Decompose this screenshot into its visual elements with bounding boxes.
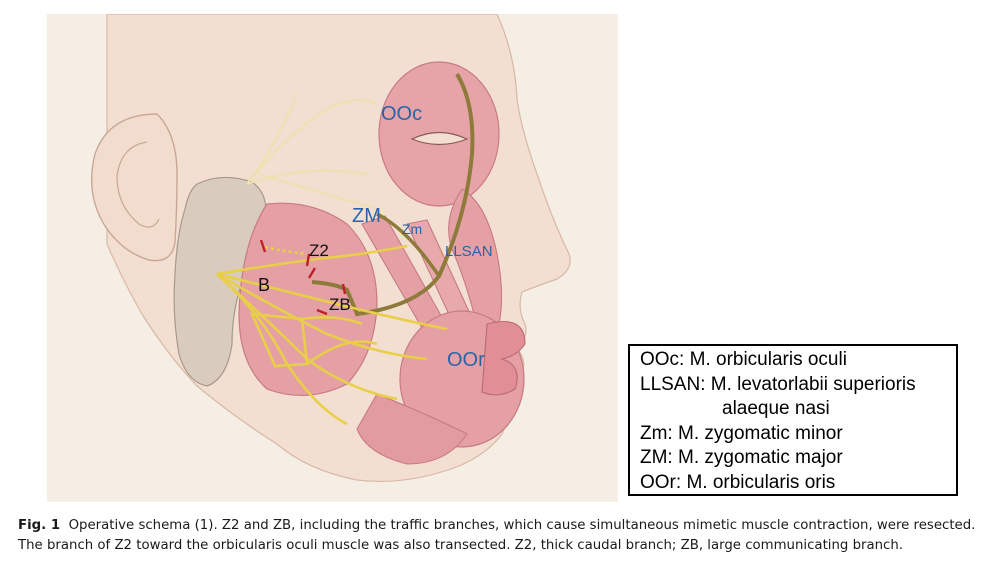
eye-lid xyxy=(410,131,469,146)
label-oor: OOr xyxy=(447,349,485,371)
legend-entry-llsan-cont: alaeque nasi xyxy=(722,398,830,419)
legend-entry-zm-minor: Zm: M. zygomatic minor xyxy=(640,422,843,444)
label-zb: ZB xyxy=(329,295,351,314)
figure-caption: Fig. 1 Operative schema (1). Z2 and ZB, … xyxy=(18,516,998,556)
cut-marks xyxy=(259,239,347,316)
anatomy-figure: OOc ZM Zm LLSAN Z2 B ZB OOr xyxy=(47,14,618,502)
label-zm-major: ZM xyxy=(352,205,381,227)
lips xyxy=(481,320,526,396)
label-b: B xyxy=(258,275,271,295)
depressor-muscle xyxy=(356,393,468,465)
thick-nerve-branch-2 xyxy=(376,212,441,277)
thick-nerve-branch xyxy=(311,72,475,317)
ear-inner xyxy=(116,141,160,228)
temporal-nerve-branches xyxy=(246,93,378,210)
ear xyxy=(90,113,178,262)
parotid-gland xyxy=(173,176,267,387)
legend-entry-zm-major: ZM: M. zygomatic major xyxy=(640,447,843,468)
legend-box: OOc: M. orbicularis oculi LLSAN: M. leva… xyxy=(628,344,958,496)
legend-entry-oor: OOr: M. orbicularis oris xyxy=(640,471,836,493)
label-zm-minor: Zm xyxy=(402,221,423,237)
caption-text: Operative schema (1). Z2 and ZB, includi… xyxy=(18,518,976,553)
figure-label: Fig. 1 xyxy=(18,518,61,533)
facial-nerve-branches xyxy=(216,244,448,426)
legend-entry-ooc: OOc: M. orbicularis oculi xyxy=(640,349,847,370)
label-llsan: LLSAN xyxy=(445,243,493,260)
label-z2: Z2 xyxy=(309,241,329,260)
label-ooc: OOc xyxy=(381,103,423,125)
legend-entry-llsan: LLSAN: M. levatorlabii superioris xyxy=(640,373,916,395)
face-illustration xyxy=(90,14,571,482)
